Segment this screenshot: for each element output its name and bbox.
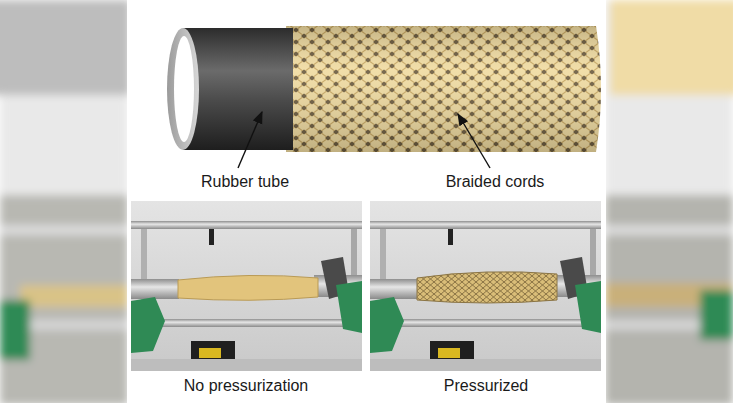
blurred-photo (0, 195, 128, 403)
leader-arrow (458, 114, 490, 168)
leader-arrow (238, 112, 262, 168)
blurred-rod (0, 225, 128, 235)
photo-caption: No pressurization (184, 376, 309, 396)
sleeve-shading (286, 26, 601, 152)
photo-caption: Pressurized (444, 376, 528, 396)
photo-unpressurized (131, 201, 362, 371)
blurred-clip (700, 290, 733, 340)
blurred-rod (605, 225, 733, 235)
blurred-muscle (20, 285, 128, 307)
blurred-tube (0, 0, 130, 95)
blurred-clip (0, 300, 30, 360)
muscle-contracted (417, 272, 557, 303)
muscle-relaxed (178, 275, 318, 300)
tube-opening (174, 36, 194, 142)
part-label: Rubber tube (201, 172, 289, 192)
part-label: Braided cords (446, 172, 545, 192)
test-rig (370, 201, 601, 371)
panel-ground (127, 0, 606, 403)
rubber-tube-body (183, 28, 293, 150)
tube-rim (167, 28, 199, 150)
muscle-schematic (167, 26, 601, 168)
blurred-tube (610, 0, 733, 95)
photo-pressurized (370, 201, 601, 371)
braided-sleeve (286, 26, 601, 152)
blurred-photo (605, 195, 733, 403)
test-rig (131, 201, 362, 371)
